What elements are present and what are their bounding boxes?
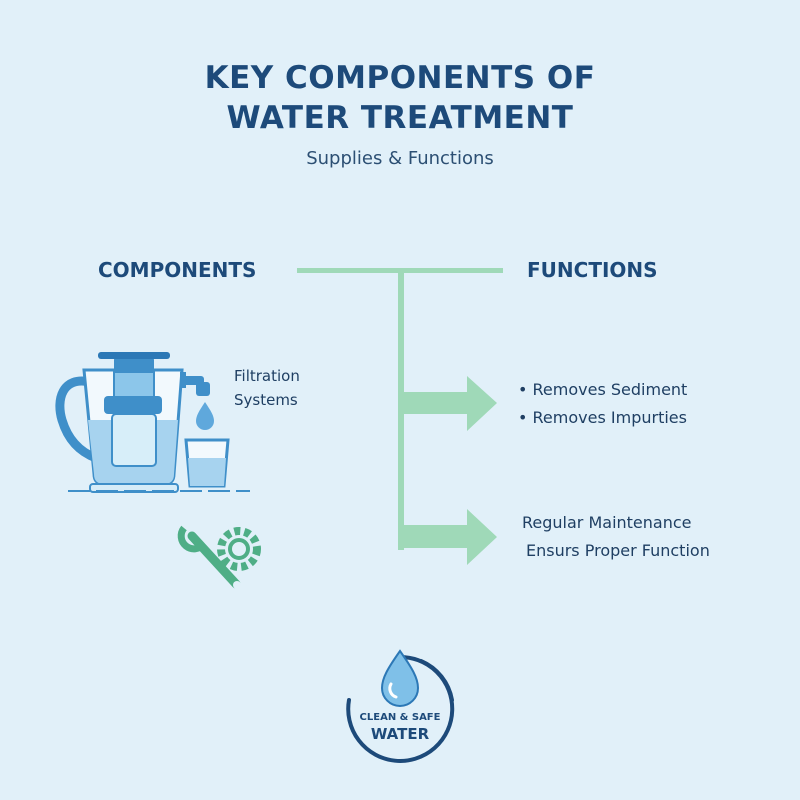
wrench-gear-icon <box>177 525 261 589</box>
maintenance-function: Regular Maintenance Ensurs Proper Functi… <box>522 509 710 565</box>
clean-water-badge <box>346 649 455 763</box>
maintenance-line-2: Ensurs Proper Function <box>526 541 710 560</box>
list-item: Removes Impurties <box>518 404 687 432</box>
components-heading: COMPONENTS <box>98 258 257 282</box>
title-line-1: KEY COMPONENTS OF <box>204 60 596 96</box>
page-subtitle: Supplies & Functions <box>306 148 494 169</box>
arrow-filtration <box>404 376 497 431</box>
list-item: Removes Sediment <box>518 376 688 404</box>
badge-line-2: WATER <box>370 725 430 743</box>
filtration-function-list: Removes Sediment Removes Impurties <box>518 376 688 432</box>
title-line-2: WATER TREATMENT <box>226 100 574 136</box>
page-title: KEY COMPONENTS OF WATER TREATMENT <box>0 58 800 138</box>
connector-tree <box>297 268 503 565</box>
connector-trunk <box>398 268 404 550</box>
functions-heading: FUNCTIONS <box>527 258 658 282</box>
water-pitcher-icon <box>55 352 184 493</box>
arrow-maintenance <box>404 509 497 565</box>
filtration-systems-label: Filtration Systems <box>234 367 300 409</box>
badge-line-1: CLEAN & SAFE <box>359 712 441 723</box>
water-drop-icon <box>196 402 214 430</box>
water-glass-icon <box>184 438 230 488</box>
faucet-icon <box>180 372 210 396</box>
maintenance-line-1: Regular Maintenance <box>522 513 692 532</box>
